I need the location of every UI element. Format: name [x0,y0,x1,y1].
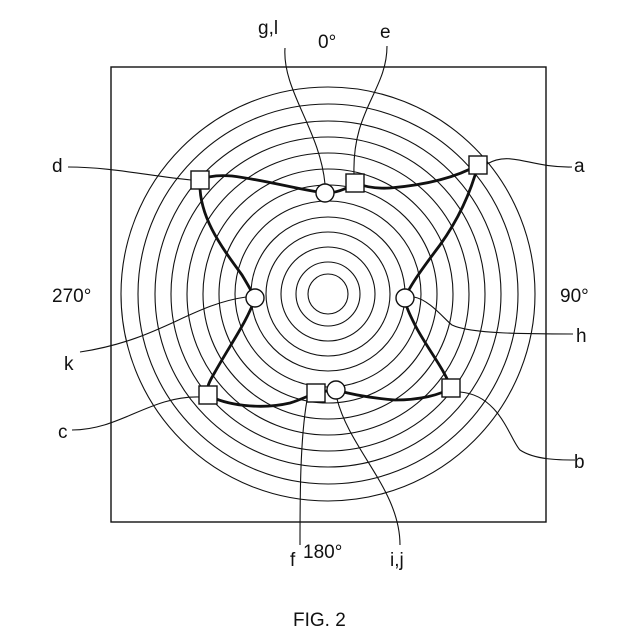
leader-h [414,297,573,334]
angle-label-left: 270° [52,286,91,307]
label-ij: i,j [390,550,404,571]
marker-circle-h [396,289,414,307]
figure-caption: FIG. 2 [293,610,346,631]
label-gl: g,l [258,18,278,39]
label-b: b [574,452,585,473]
marker-circle-k [246,289,264,307]
ring-4 [266,232,390,356]
circle-markers [246,184,414,399]
ring-3 [281,247,375,341]
ring-13 [121,87,535,501]
label-f: f [290,550,296,571]
marker-circle-gl [316,184,334,202]
ring-8 [203,169,453,419]
angle-label-right: 90° [560,286,589,307]
leader-f [300,400,307,545]
square-markers [191,156,487,404]
leader-b [460,392,575,460]
marker-square-e [346,174,364,192]
marker-square-f [307,384,325,402]
outer-frame [111,67,546,522]
concentric-rings [121,87,535,501]
label-d: d [52,156,63,177]
leader-e [354,46,387,174]
label-a: a [574,156,585,177]
ring-1 [308,274,348,314]
marker-circle-ij [327,381,345,399]
label-k: k [64,354,74,375]
label-e: e [380,22,391,43]
marker-square-d [191,171,209,189]
leader-a [487,159,572,167]
angle-label-top: 0° [318,32,336,53]
marker-square-a [469,156,487,174]
leader-k [80,297,246,352]
label-h: h [576,326,587,347]
leader-gl [285,48,325,184]
marker-square-b [442,379,460,397]
label-c: c [58,422,68,443]
ring-12 [138,104,518,484]
marker-square-c [199,386,217,404]
ring-2 [296,262,360,326]
ring-5 [251,217,405,371]
angle-label-bottom: 180° [303,542,342,563]
leader-d [68,167,191,180]
